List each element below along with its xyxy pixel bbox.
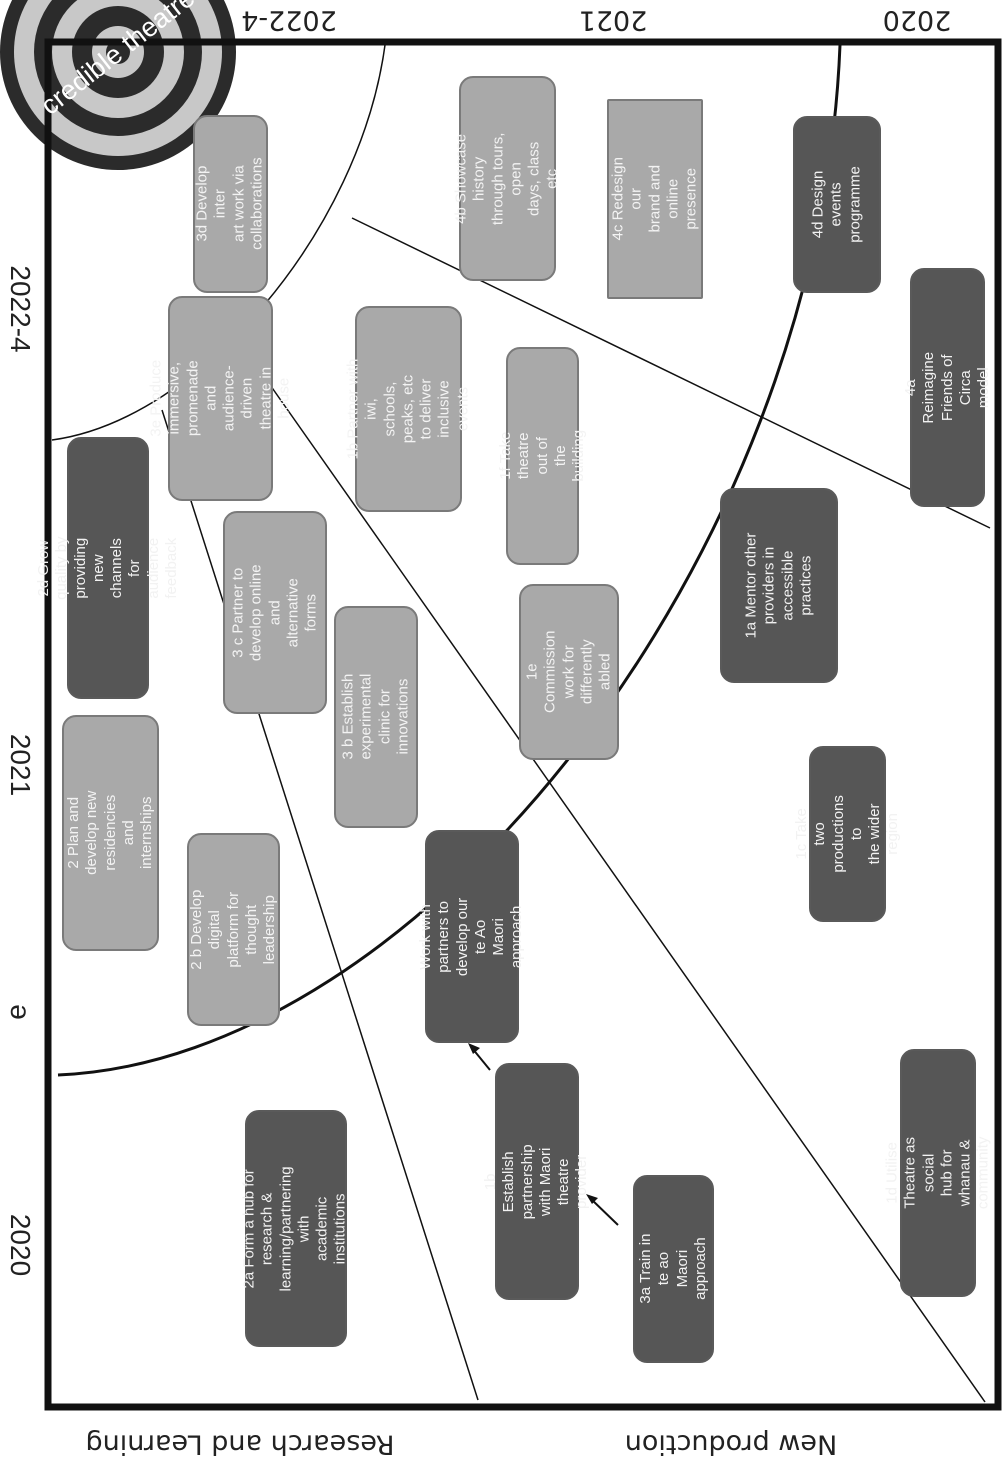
divider-line-2 <box>267 381 986 1403</box>
box-3a-text: 3a Train in te ao Maori approach <box>636 1233 709 1305</box>
box-3d-text: 3d Develop inter art work via collaborat… <box>193 157 266 251</box>
year-label-top-2022-4: 2022-4 <box>241 4 337 36</box>
year-label-left-2022-4: 2022-4 <box>5 265 36 353</box>
box-work-with-partners: Work with partners to develop our te Ao … <box>417 830 526 1043</box>
box-1c-wider-region: 1c Take two productions to the wider reg… <box>793 746 901 922</box>
box-2-residencies: 2 Plan and develop new residencies and i… <box>62 715 159 951</box>
box-1f-text: 1f Take theatre out of the building <box>496 430 587 482</box>
row-label-production: New production <box>624 1428 838 1460</box>
box-3e-immersive-theatre: 3e Produce immersive, promenade and audi… <box>147 296 292 501</box>
box-2-text: 2 Plan and develop new residencies and i… <box>64 790 155 876</box>
box-4c-text: 4c Redesign our brand and online presenc… <box>609 157 700 241</box>
box-1b-partner-iwi: 1b Partner with iwi, schools, peaks, etc… <box>344 306 471 512</box>
box-2d-audience-feedback: 2d Grow quality by providing new channel… <box>35 437 180 699</box>
box-1d-text: 1d Utilise Theatre as social hub for wha… <box>883 1136 992 1210</box>
year-label-left-2020: 2020 <box>5 1213 36 1277</box>
box-3a-train-te-ao: 3a Train in te ao Maori approach <box>633 1175 714 1363</box>
box-4b-showcase-history: 4b Showcase history through tours, open … <box>453 76 561 281</box>
box-work-text: Work with partners to develop our te Ao … <box>417 897 526 976</box>
box-3b-text: 3 b Establish experimental clinic for in… <box>339 674 412 760</box>
box-4b-text: 4b Showcase history through tours, open … <box>452 132 562 225</box>
year-label-left-mark: ǝ <box>5 1004 36 1020</box>
box-1a-text: 1a Mentor other providers in accessible … <box>742 532 815 639</box>
box-4a-text: 4a Reimagine Friends of Circa model <box>901 351 992 424</box>
arrow-icon <box>586 1194 619 1226</box>
box-2b-digital-platform: 2 b Develop digital platform for thought… <box>187 833 280 1026</box>
box-1b-partner-text: 1b Partner with iwi, schools, peaks, etc… <box>344 358 472 460</box>
box-2b-text: 2 b Develop digital platform for thought… <box>187 889 278 970</box>
divider-line-3 <box>351 217 991 529</box>
year-label-top-2021: 2021 <box>578 4 648 36</box>
diagram-frame <box>44 38 1002 1411</box>
year-label-left-2021: 2021 <box>5 733 36 797</box>
box-2a-research-hub: 2a Form a hub for research & learning/pa… <box>241 1110 350 1347</box>
box-1e-commission-work: 1e Commission work for differently abled <box>519 584 619 760</box>
box-4c-redesign-brand: 4c Redesign our brand and online presenc… <box>607 99 703 299</box>
box-1b-maori-text: 1b Establish partnership with Maori thea… <box>482 1143 591 1220</box>
arrow-icon <box>468 1043 491 1071</box>
box-1d-social-hub: 1d Utilise Theatre as social hub for wha… <box>883 1049 992 1297</box>
year-label-top-2020: 2020 <box>882 4 952 36</box>
box-4a-friends-of-circa: 4a Reimagine Friends of Circa model <box>902 268 992 507</box>
box-1a-mentor-providers: 1a Mentor other providers in accessible … <box>720 488 838 683</box>
box-1f-theatre-out: 1f Take theatre out of the building <box>497 347 587 565</box>
box-2d-text: 2d Grow quality by providing new channel… <box>34 536 180 600</box>
box-3c-text: 3 c Partner to develop online and altern… <box>229 564 320 661</box>
box-1e-text: 1e Commission work for differently abled <box>523 630 614 714</box>
box-3c-online-forms: 3 c Partner to develop online and altern… <box>223 511 327 714</box>
box-2a-text: 2a Form a hub for research & learning/pa… <box>241 1165 350 1292</box>
box-3d-inter-art: 3d Develop inter art work via collaborat… <box>193 115 268 293</box>
box-4d-events-programme: 4d Design events programme <box>793 116 881 293</box>
box-1b-maori-partnership: 1b Establish partnership with Maori thea… <box>482 1063 591 1300</box>
box-1c-text: 1c Take two productions to the wider reg… <box>792 795 902 873</box>
row-label-research: Research and Learning <box>85 1428 395 1460</box>
box-4d-text: 4d Design events programme <box>809 166 864 243</box>
box-3b-experimental-clinic: 3 b Establish experimental clinic for in… <box>334 606 418 828</box>
box-3e-text: 3e Produce immersive, promenade and audi… <box>147 360 293 437</box>
divider-line-1 <box>161 409 479 1401</box>
